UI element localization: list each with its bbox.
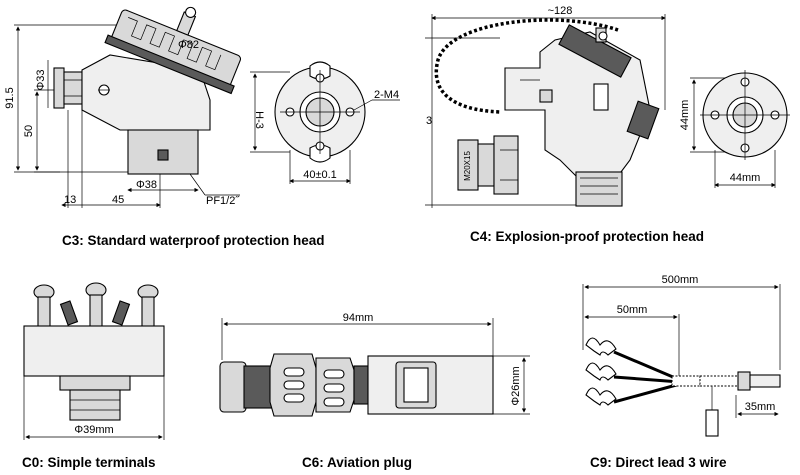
dim-c3-phi82: Φ82: [178, 39, 199, 51]
dim-c3-13: 13: [64, 194, 76, 206]
dim-c4-m20: M20X15: [463, 151, 472, 181]
dim-c3-50: 50: [23, 125, 35, 137]
dim-c3-h3: H-3: [253, 111, 265, 129]
dim-c3-pf: PF1/2˝: [206, 195, 240, 207]
dim-c4-44-horizontal: 44mm: [730, 172, 761, 184]
dim-c3-45: 45: [112, 194, 124, 206]
dim-c6-94: 94mm: [343, 312, 374, 324]
dim-c3-91-5: 91.5: [4, 87, 16, 108]
caption-c3: C3: Standard waterproof protection head: [62, 233, 325, 248]
caption-c6: C6: Aviation plug: [302, 455, 412, 470]
caption-c9: C9: Direct lead 3 wire: [590, 455, 727, 470]
dim-c3-40: 40±0.1: [303, 169, 337, 181]
dim-c9-35: 35mm: [745, 401, 776, 413]
caption-c0: C0: Simple terminals: [22, 455, 156, 470]
c4-flange-top-view: [690, 70, 790, 188]
c3-standard-head-side-view: [14, 6, 242, 208]
dim-c3-phi33: Φ33: [35, 69, 47, 90]
dim-c4-3: 3: [426, 115, 432, 127]
caption-c4: C4: Explosion-proof protection head: [470, 229, 704, 244]
c6-aviation-plug-view: [219, 318, 530, 417]
dim-c0-39: Φ39mm: [74, 424, 113, 436]
c4-explosion-proof-side-view: [425, 14, 666, 208]
c0-simple-terminals-view: [23, 282, 165, 440]
dim-c3-phi38: Φ38: [136, 179, 157, 191]
dim-c3-2m4: 2-M4: [374, 89, 399, 101]
c3-flange-top-view: [250, 61, 400, 184]
dim-c9-50: 50mm: [617, 304, 648, 316]
dim-c6-26: Φ26mm: [510, 366, 522, 405]
dim-c4-128: ~128: [548, 5, 573, 17]
dim-c4-44-vertical: 44mm: [679, 100, 691, 131]
c9-direct-lead-3-wire-view: [582, 284, 781, 437]
dim-c9-500: 500mm: [662, 274, 699, 286]
